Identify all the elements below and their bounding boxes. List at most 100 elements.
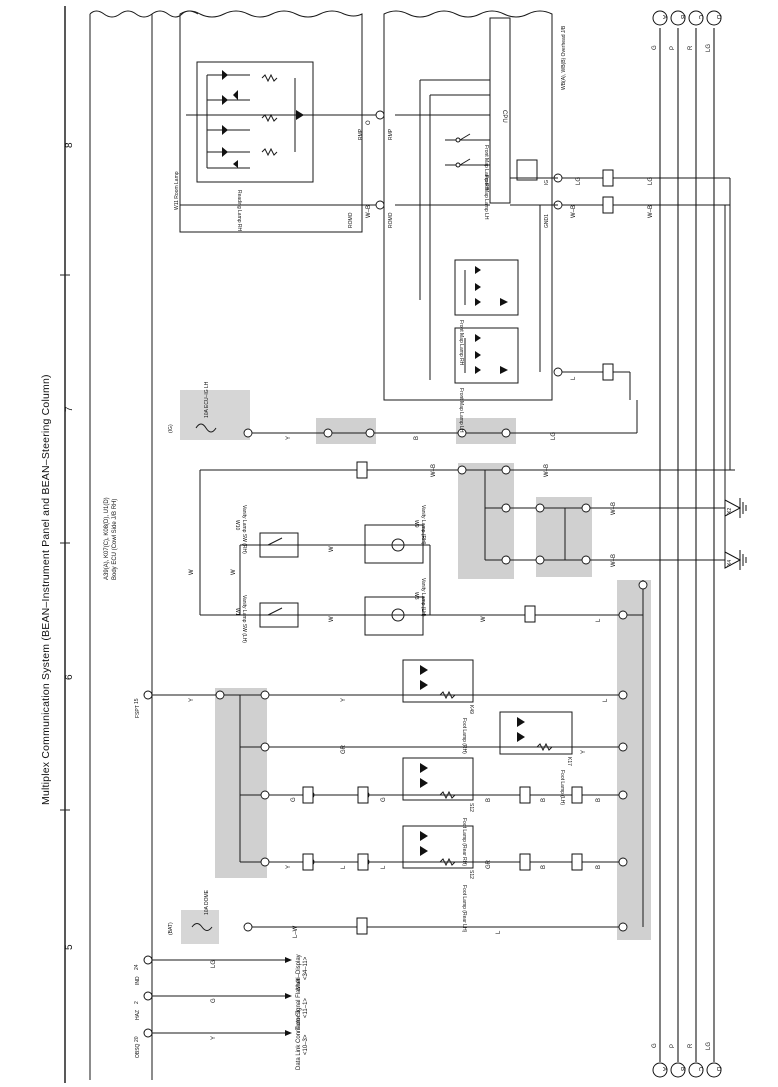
bus-letter-d-top: D xyxy=(715,15,721,20)
junction-shade-right xyxy=(617,580,651,940)
bus-letters-top xyxy=(652,10,722,1078)
fuse-ecu-ig-name: 10A ECU–IG LH xyxy=(204,381,210,418)
vanity-lamp-rh-bulb-icon xyxy=(391,538,405,552)
svg-text:W–B: W–B xyxy=(611,554,617,567)
wire-color-obsq: Y xyxy=(211,1036,217,1040)
bus-color-g-bottom: G xyxy=(652,1043,658,1048)
room-lamp-pin-romo: ROMO xyxy=(348,212,354,228)
front-map-lamp-rh-label: Front Map Lamp RH xyxy=(458,320,464,366)
svg-text:2: 2 xyxy=(134,1001,140,1004)
output-multi-display: Multi–Display xyxy=(296,954,302,990)
svg-text:L: L xyxy=(381,865,387,869)
switch-front-map-lh: Front Map Lamp LH xyxy=(483,175,489,220)
svg-text:L: L xyxy=(496,930,502,934)
output-dlc3: Data Link Connector 3 xyxy=(296,1010,302,1070)
svg-text:W–B: W–B xyxy=(648,205,654,218)
svg-text:L–W: L–W xyxy=(293,925,299,938)
overhead-jb-internal xyxy=(395,79,558,380)
svg-text:B: B xyxy=(486,798,492,802)
fuse-dome-box xyxy=(181,910,219,944)
junction-shade-left xyxy=(215,688,267,878)
body-ecu-label-line1: A39(A), K07(C), K08(D), U1(D) xyxy=(104,497,110,580)
reading-lamp-rh-box xyxy=(196,61,314,183)
reading-lamp-rh-circuit xyxy=(186,70,304,169)
bus-color-p-bottom: P xyxy=(670,1044,676,1048)
page-title: Multiplex Communication System (BEAN–Ins… xyxy=(40,374,52,805)
bus-color-lg-bottom: LG xyxy=(706,1042,712,1050)
ground-x2: X2 xyxy=(727,508,733,514)
foot-lamp-rear-rh-id: S12 xyxy=(468,803,474,812)
grid-number-6: 6 xyxy=(64,674,75,680)
vanity-sw-rh-box xyxy=(259,532,299,558)
bus-letter-b-bottom: B xyxy=(679,1067,685,1071)
body-ecu-pins: 15 FSPT 24 IND 2 HAZ 20 OBSQ xyxy=(134,690,153,1058)
output-dlc3-ref: <10–3> xyxy=(303,1034,309,1055)
foot-lamp-lh-id: K17 xyxy=(566,757,572,766)
svg-text:Y: Y xyxy=(189,698,195,702)
svg-text:W–B: W–B xyxy=(571,205,577,218)
svg-text:G: G xyxy=(291,797,297,802)
svg-text:W–B: W–B xyxy=(366,205,372,218)
svg-text:B: B xyxy=(414,436,420,440)
svg-text:Y: Y xyxy=(581,750,587,754)
vanity-sw-contacts xyxy=(267,537,283,616)
foot-lamp-lh-box xyxy=(499,711,573,755)
vanity-sw-rh-name: Vanity Lamp SW (RH) xyxy=(241,505,247,554)
svg-text:B: B xyxy=(541,865,547,869)
bus-letter-a-bottom: A xyxy=(661,1067,667,1071)
foot-lamp-rh-name: Foot Lamp (RH) xyxy=(461,718,467,754)
fuse-ecu-ig-box xyxy=(180,390,250,440)
grid-number-7: 7 xyxy=(64,406,75,412)
wire-color-labels: L–W L Y B LG Y Y L GR Y G G B B B Y L L … xyxy=(189,120,654,938)
bus-lines xyxy=(659,28,715,1062)
grid-number-5: 5 xyxy=(64,944,75,950)
fuse-ecu-ig-source: (IG) xyxy=(168,424,174,433)
pin-ind-label: IND xyxy=(135,976,141,985)
front-map-lamp-rh-box xyxy=(454,259,519,316)
vanity-lamp-lh-box xyxy=(364,596,424,636)
torn-edge-top xyxy=(89,10,199,18)
output-flasher-ref: <11–1> xyxy=(303,998,309,1018)
jb-pin-ig: IG xyxy=(544,180,550,185)
jb-pin-romo: ROMO xyxy=(388,212,394,228)
vanity-lamp-rh-name: Vanity Lamp (RH) xyxy=(420,505,426,545)
front-map-lamp-lh-box xyxy=(454,327,519,384)
bus-letter-d-bottom: D xyxy=(715,1067,721,1072)
fuse-dome-symbol xyxy=(191,923,213,931)
foot-lamp-rear-rh-name: Foot Lamp (Rear RH) xyxy=(461,818,467,866)
bus-color-g-top: G xyxy=(652,45,658,50)
svg-text:L: L xyxy=(341,865,347,869)
output-wires xyxy=(152,957,292,1036)
wire-color-haz: G xyxy=(211,998,217,1003)
vanity-lamp-lh-name: Vanity Lamp (LH) xyxy=(420,578,426,617)
foot-lamp-rh-id: K49 xyxy=(468,705,474,714)
svg-text:W: W xyxy=(329,616,335,622)
svg-text:LG: LG xyxy=(648,177,654,185)
svg-text:24: 24 xyxy=(134,964,140,970)
front-map-lamp-lh-label: Front Map Lamp LH xyxy=(458,388,464,433)
foot-lamp-lh-name: Foot Lamp (LH) xyxy=(559,770,565,805)
jb-pin-gnd1: GND1 xyxy=(544,214,550,228)
svg-text:Y: Y xyxy=(286,436,292,440)
cpu-label: CPU xyxy=(501,110,507,123)
svg-text:Y: Y xyxy=(341,698,347,702)
vanity-sw-rh-label: W10 xyxy=(234,520,240,531)
svg-text:B: B xyxy=(596,798,602,802)
svg-text:W–B: W–B xyxy=(544,464,550,477)
fuse-ecu-ig-symbol xyxy=(195,423,217,433)
room-lamp-label: W11 Room Lamp xyxy=(174,171,180,210)
svg-text:L: L xyxy=(603,698,609,702)
ground-symbols xyxy=(724,498,747,570)
svg-text:15: 15 xyxy=(134,698,140,704)
vanity-lamp-rh-box xyxy=(364,524,424,564)
fuse-dome-name: 10A DOME xyxy=(204,889,210,915)
bus-letter-c-bottom: C xyxy=(697,1067,703,1072)
foot-lamp-rear-rh-box xyxy=(402,757,474,801)
foot-lamp-rear-lh-box xyxy=(402,825,474,869)
svg-text:W–B: W–B xyxy=(611,502,617,515)
bus-color-lg-top: LG xyxy=(706,44,712,52)
reading-lamp-rh-label: Reading Lamp RH xyxy=(236,190,242,232)
vanity-sw-lh-box xyxy=(259,602,299,628)
vanity-lamp-rh-id: W9 xyxy=(413,520,419,528)
svg-text:L: L xyxy=(571,376,577,380)
